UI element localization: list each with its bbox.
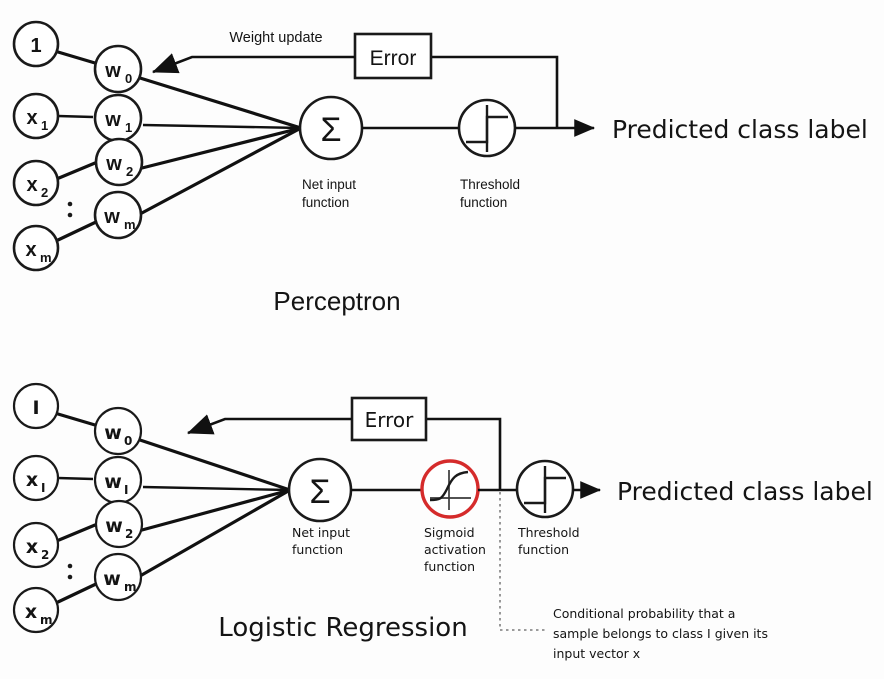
- weight-node-labels: w 0 w 1 w 2 w m: [103, 60, 135, 232]
- feedback-wire-right-bottom: [426, 417, 502, 490]
- input-label-x2-bottom: x: [26, 536, 38, 558]
- input-node-labels: 1 x 1 x 2 x m: [25, 35, 51, 265]
- weight-nodes-bottom: [93, 406, 144, 602]
- annotation-line3: input vector x: [553, 646, 640, 661]
- weight-sub-w2: 2: [126, 164, 133, 179]
- input-nodes: [12, 20, 60, 272]
- input-node-labels-bottom: I x I x 2 x m: [25, 397, 53, 627]
- logistic-regression-diagram: I x I x 2 x m w 0 w: [12, 382, 873, 661]
- threshold-caption-line2: function: [460, 195, 507, 210]
- input-sub-x2: 2: [41, 185, 48, 200]
- weight-sub-w0: 0: [125, 71, 132, 86]
- input-sub-xm: m: [40, 250, 52, 265]
- input-sub-x1: 1: [41, 118, 48, 133]
- weight-label-w0-bottom: w: [104, 422, 122, 444]
- weight-label-w2: w: [105, 153, 122, 175]
- sigmoid-caption-line3: function: [424, 559, 475, 574]
- input-ellipsis-bottom: [67, 563, 73, 580]
- input-to-weight-edges-bottom: [56, 412, 98, 604]
- weight-sub-w1: 1: [125, 120, 132, 135]
- input-label-x2: x: [26, 174, 37, 196]
- input-sub-xm-bottom: m: [40, 613, 53, 627]
- net-input-caption-line2-bottom: function: [292, 542, 343, 557]
- annotation-line2: sample belongs to class I given its: [553, 626, 768, 641]
- weight-to-sum-edges: [138, 76, 303, 216]
- input-label-xm: x: [25, 239, 36, 261]
- weight-label-w2-bottom: w: [105, 515, 123, 537]
- weight-label-w1: w: [104, 109, 121, 131]
- error-box-label-top: Error: [370, 47, 417, 70]
- weight-update-arrow-top: [152, 53, 355, 74]
- weight-label-wm: w: [103, 206, 120, 228]
- weight-sub-w1-bottom: I: [124, 483, 128, 497]
- net-input-caption-line2: function: [302, 195, 349, 210]
- sigma-symbol-bottom: Σ: [309, 473, 330, 511]
- sigmoid-activation-node: [420, 459, 480, 519]
- sigmoid-curve-icon: [429, 470, 471, 510]
- threshold-caption-line1: Threshold: [460, 177, 520, 192]
- input-label-xm-bottom: x: [25, 601, 37, 623]
- weight-sub-w0-bottom: 0: [124, 434, 132, 448]
- weight-update-arrow-bottom: [187, 414, 352, 435]
- input-sub-x2-bottom: 2: [41, 548, 49, 562]
- sigmoid-caption-line2: activation: [424, 542, 486, 557]
- sigmoid-caption-line1: Sigmoid: [424, 525, 475, 540]
- threshold-caption-line2-bottom: function: [518, 542, 569, 557]
- input-to-weight-edges: [56, 50, 98, 242]
- weight-sub-wm: m: [124, 217, 136, 232]
- perceptron-diagram: 1 x 1 x 2 x m w 0: [12, 20, 868, 316]
- weight-nodes: [93, 44, 144, 240]
- feedback-wire-right: [431, 55, 559, 128]
- threshold-caption-line1-bottom: Threshold: [517, 525, 580, 540]
- error-box-top: [353, 32, 433, 80]
- input-label-x1: x: [26, 107, 37, 129]
- annotation-line1: Conditional probability that a: [553, 606, 735, 621]
- step-function-icon: [466, 105, 508, 152]
- net-input-caption-line1-bottom: Net input: [292, 525, 350, 540]
- input-label-bias: 1: [30, 35, 41, 57]
- predicted-class-label-bottom: Predicted class label: [617, 477, 873, 506]
- weight-node-labels-bottom: w 0 w I w 2 w m: [103, 422, 136, 594]
- weight-sub-w2-bottom: 2: [125, 527, 133, 541]
- perceptron-title: Perceptron: [273, 286, 400, 316]
- input-ellipsis: [67, 201, 73, 218]
- step-function-icon-bottom: [524, 466, 566, 513]
- weight-to-sum-edges-bottom: [138, 438, 292, 578]
- sigma-symbol: Σ: [320, 111, 341, 149]
- logistic-regression-title: Logistic Regression: [218, 613, 467, 643]
- weight-update-label: Weight update: [229, 30, 322, 46]
- input-nodes-bottom: [12, 382, 60, 634]
- input-label-x1-bottom: x: [26, 469, 38, 491]
- input-sub-x1-bottom: I: [41, 481, 45, 495]
- net-input-caption-line1: Net input: [302, 177, 356, 192]
- error-box-label-bottom: Error: [365, 408, 415, 432]
- weight-label-w0: w: [104, 60, 121, 82]
- weight-label-w1-bottom: w: [104, 471, 122, 493]
- weight-sub-wm-bottom: m: [124, 580, 137, 594]
- predicted-class-label-top: Predicted class label: [612, 115, 868, 144]
- annotation-leader-line: [499, 492, 546, 631]
- weight-label-wm-bottom: w: [103, 568, 121, 590]
- input-label-bias-bottom: I: [32, 397, 39, 419]
